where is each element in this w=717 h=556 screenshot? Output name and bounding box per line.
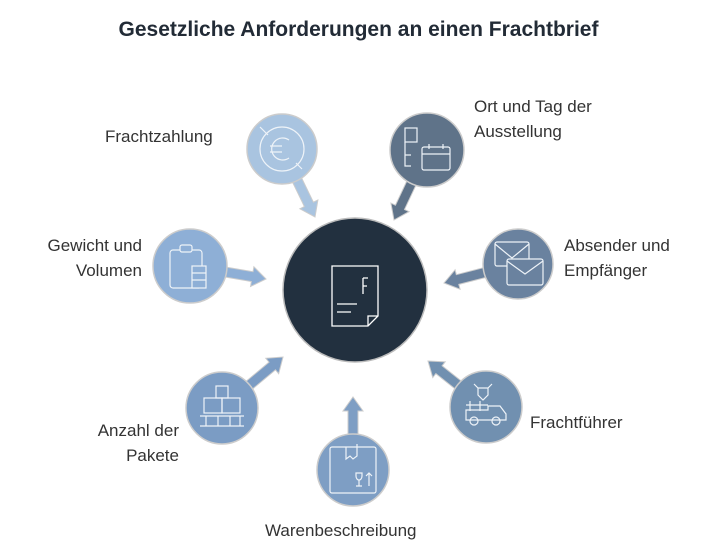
node-circle-1 xyxy=(389,112,465,188)
envelopes-icon xyxy=(494,241,544,286)
label-frachtzahlung: Frachtzahlung xyxy=(105,127,213,146)
label-ort-und-tag: Ort und Tag der Ausstellung xyxy=(474,97,592,141)
document-icon xyxy=(331,265,379,327)
node-circle-3 xyxy=(449,370,523,444)
calendar-icon xyxy=(404,127,451,171)
label-absender-empfaenger: Absender und Empfänger xyxy=(564,236,670,280)
clipboard-icon xyxy=(169,244,207,289)
node-circle-4 xyxy=(316,433,390,507)
label-frachtfuehrer: Frachtführer xyxy=(530,413,623,432)
node-circle-6 xyxy=(152,228,228,304)
node-circle-0 xyxy=(246,113,318,185)
label-gewicht-volumen: Gewicht und Volumen xyxy=(47,236,143,280)
package-icon xyxy=(329,444,377,494)
truck-icon xyxy=(465,383,507,426)
euro-icon xyxy=(259,126,305,172)
label-warenbeschreibung: Warenbeschreibung xyxy=(265,521,417,540)
label-anzahl-pakete: Anzahl der Pakete xyxy=(97,421,179,465)
center-circle xyxy=(282,217,428,363)
pallet-icon xyxy=(200,385,244,427)
diagram-title: Gesetzliche Anforderungen an einen Frach… xyxy=(118,18,599,41)
